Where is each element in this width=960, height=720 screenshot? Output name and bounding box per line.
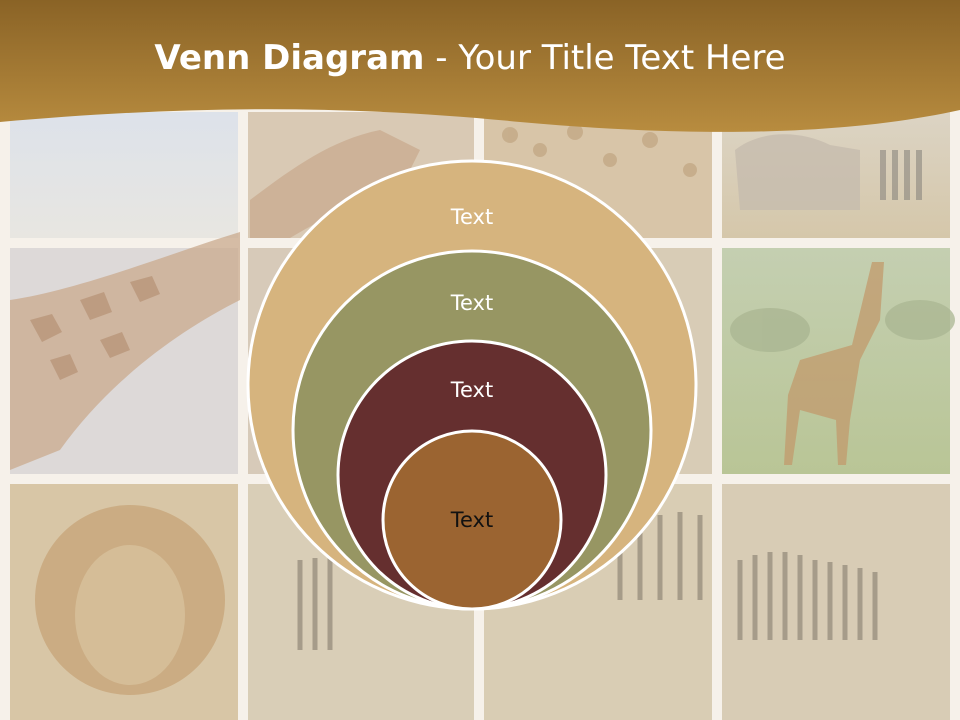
photo-tile-zebra-right [722,484,950,720]
title-bold-part: Venn Diagram [154,38,425,78]
header-band [0,0,960,132]
venn-circle-4 [381,429,563,611]
venn-label-2: Text [450,291,493,315]
slide-title: Venn Diagram - Your Title Text Here [0,38,940,78]
venn-label-3: Text [450,378,493,402]
title-regular-part: - Your Title Text Here [424,38,786,78]
venn-ring-4: Text [381,429,563,611]
venn-label-1: Text [450,205,493,229]
venn-label-4: Text [450,508,493,532]
photo-tile-sky [10,112,238,238]
